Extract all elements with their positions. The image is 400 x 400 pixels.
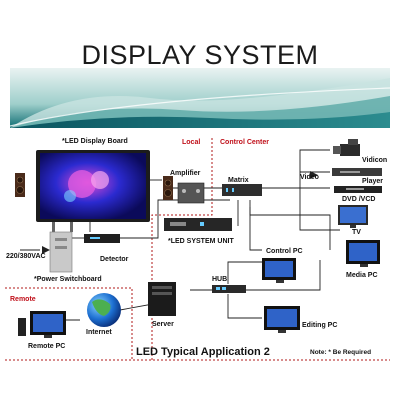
- zone-local-label: Local: [182, 139, 201, 146]
- label-power-switchboard: *Power Switchboard: [34, 276, 102, 283]
- label-tv: TV: [352, 229, 361, 236]
- footer-note: Note: * Be Required: [310, 349, 372, 356]
- editing-pc-icon: [264, 306, 300, 333]
- hub-icon: [212, 285, 246, 293]
- label-server: Server: [152, 321, 174, 328]
- amplifier-icon: [177, 182, 205, 204]
- label-led-system-unit: *LED SYSTEM UNIT: [168, 238, 234, 245]
- label-detector: Detector: [100, 256, 129, 263]
- label-control-pc: Control PC: [266, 248, 303, 255]
- connection-lines: [20, 149, 340, 321]
- zone-remote-label: Remote: [10, 296, 36, 303]
- arrowheads: [42, 171, 318, 254]
- tv-icon: [338, 205, 368, 228]
- server-icon: [148, 282, 176, 316]
- label-media-pc: Media PC: [346, 272, 378, 279]
- right-speaker-icon: [163, 176, 173, 200]
- remote-pc-icon: [18, 311, 66, 338]
- label-matrix: Matrix: [228, 177, 249, 184]
- header-banner: [10, 68, 390, 128]
- left-speaker-icon: [15, 173, 25, 197]
- led-system-unit-icon: [164, 218, 232, 231]
- label-amplifier: Amplifier: [170, 170, 201, 177]
- label-video: Video: [300, 174, 319, 181]
- label-hub: HUB: [212, 276, 228, 283]
- internet-globe-icon: [87, 293, 121, 327]
- label-dvd-vcd: DVD /VCD: [342, 196, 376, 203]
- label-remote-pc: Remote PC: [28, 343, 66, 350]
- power-switchboard-icon: [49, 231, 73, 273]
- control-pc-icon: [262, 258, 296, 283]
- led-display-board-icon: [36, 150, 150, 232]
- label-editing-pc: Editing PC: [302, 322, 338, 329]
- zone-control-center-label: Control Center: [220, 139, 269, 146]
- page-title: DISPLAY SYSTEM: [81, 40, 319, 70]
- footer-caption: LED Typical Application 2: [136, 346, 270, 358]
- label-player: Player: [362, 178, 384, 185]
- label-internet: Internet: [86, 329, 112, 336]
- label-vidicon: Vidicon: [362, 157, 388, 164]
- vidicon-icon: [333, 139, 360, 156]
- dvd-player-icon: [334, 186, 382, 193]
- detector-icon: [84, 234, 120, 243]
- media-pc-icon: [346, 240, 380, 267]
- matrix-icon: [222, 184, 262, 196]
- label-led-display-board: *LED Display Board: [62, 138, 128, 145]
- player-icon: [332, 168, 382, 176]
- label-voltage: 220/380VAC: [6, 253, 46, 260]
